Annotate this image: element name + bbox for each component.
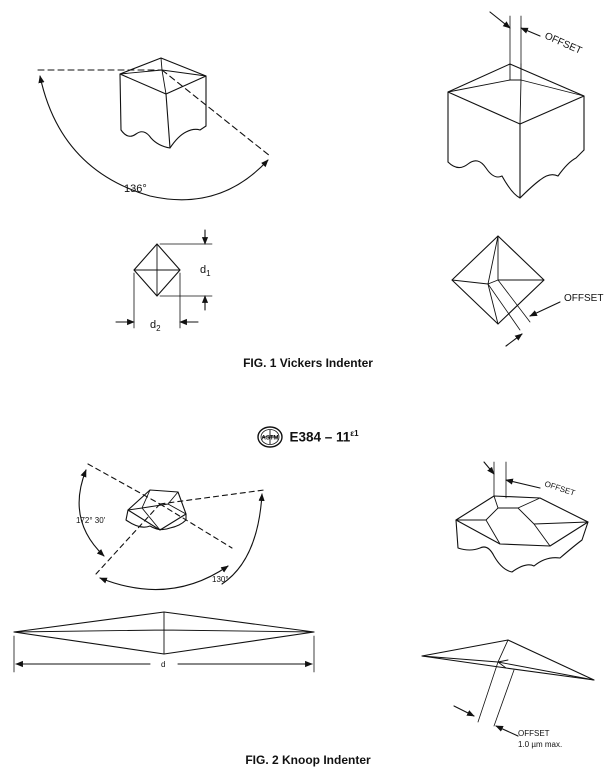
vickers-136-angle-label: 136° <box>124 183 147 195</box>
knoop-130-angle-label: 130° <box>212 575 229 584</box>
vickers-d2-label: d2 <box>150 319 161 333</box>
vickers-offset-top-view <box>451 235 561 347</box>
fig2-caption: FIG. 2 Knoop Indenter <box>245 753 371 767</box>
vickers-offset-label-top: OFFSET <box>543 31 584 57</box>
edition-superscript: ε1 <box>350 429 359 439</box>
knoop-offset-note: 1.0 µm max. <box>518 740 562 749</box>
standard-designation: E384 – 11ε1 <box>289 429 359 445</box>
knoop-arc-outer <box>221 493 265 585</box>
document-header: ASTM E384 – 11ε1 <box>0 425 616 449</box>
vickers-136-angle-arc <box>38 75 269 201</box>
fig1-caption: FIG. 1 Vickers Indenter <box>243 356 373 370</box>
knoop-3d-indenter <box>87 463 265 575</box>
knoop-long-rhombus <box>13 611 315 673</box>
vickers-top-view <box>115 229 213 329</box>
knoop-offset-rhombus <box>421 639 595 737</box>
knoop-172-angle-arc <box>78 469 105 557</box>
knoop-d-label: d <box>161 660 165 669</box>
vickers-offset-3d <box>447 11 585 199</box>
svg-text:ASTM: ASTM <box>262 436 279 442</box>
knoop-130-angle-arc <box>99 565 229 591</box>
vickers-d1-label: d1 <box>200 264 211 278</box>
knoop-offset-3d <box>455 461 589 573</box>
knoop-offset-label-top: OFFSET <box>543 479 576 497</box>
knoop-offset-label-bottom: OFFSET <box>518 729 550 738</box>
vickers-3d-indenter <box>37 57 271 157</box>
knoop-172-angle-label: 172° 30' <box>76 516 106 525</box>
astm-logo-icon: ASTM <box>257 426 284 448</box>
vickers-offset-label-bottom: OFFSET <box>564 293 603 304</box>
